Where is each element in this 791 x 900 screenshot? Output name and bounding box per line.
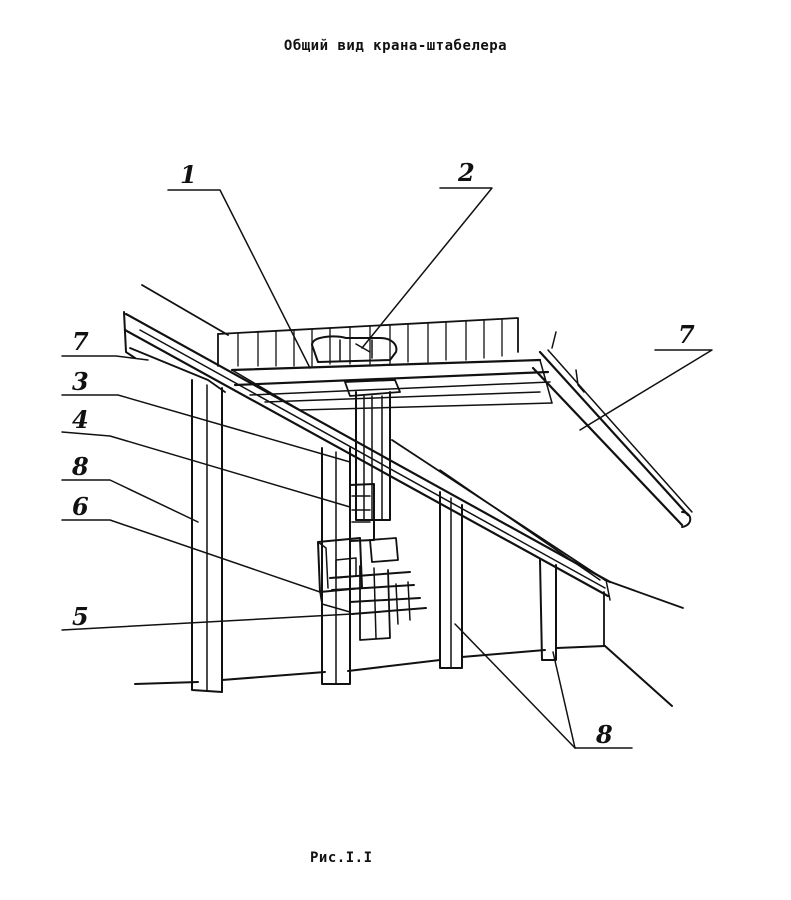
drawing-title: Общий вид крана-штабелера	[283, 38, 508, 54]
callout-4: 4	[72, 405, 89, 434]
callout-1: 1	[180, 160, 197, 189]
callout-7-right: 7	[678, 320, 695, 349]
cross-beam	[344, 379, 401, 397]
runway-rail-right	[531, 331, 693, 528]
ceiling-edge	[141, 284, 553, 411]
callout-3: 3	[72, 367, 89, 396]
figure-caption: Рис.I.I	[310, 850, 373, 866]
callout-8-right: 8	[595, 720, 613, 749]
callout-5: 5	[72, 602, 89, 631]
callout-8-left: 8	[71, 452, 89, 481]
leader-lines	[61, 187, 713, 749]
callout-7-left: 7	[72, 327, 89, 356]
callout-2: 2	[457, 158, 475, 187]
crane-bridge	[230, 358, 553, 411]
floor	[134, 645, 673, 707]
trolley	[311, 335, 398, 363]
column-front-left	[129, 347, 226, 693]
column-back-1	[439, 491, 463, 669]
forks	[329, 565, 427, 641]
callout-6: 6	[72, 492, 89, 521]
bridge-fence	[217, 317, 519, 367]
carriage	[349, 483, 399, 563]
column-back-2	[539, 559, 557, 661]
runway-rail-left	[123, 311, 612, 601]
callout-labels: 1 2 7 3 4 8 6 5 7 8	[71, 158, 695, 749]
